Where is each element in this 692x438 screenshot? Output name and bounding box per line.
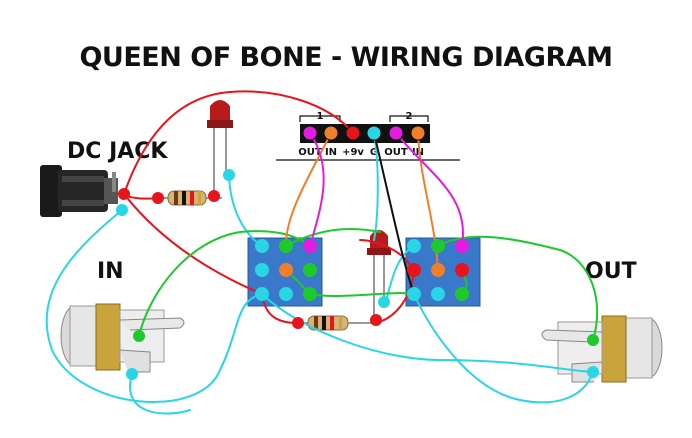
in-jack xyxy=(60,303,185,373)
pin-label-in-1: IN xyxy=(325,147,337,158)
pin-label-in-2: IN xyxy=(412,147,424,158)
pin-label-ground: G xyxy=(370,147,378,158)
group-1-label: 1 xyxy=(317,111,324,122)
pin-label-9v: +9v xyxy=(342,147,364,158)
board-pins xyxy=(302,125,426,141)
in-label: IN xyxy=(97,259,124,284)
wires xyxy=(45,90,599,415)
middle-resistor xyxy=(298,315,376,331)
solder-points xyxy=(116,169,599,380)
group-2-label: 2 xyxy=(406,111,413,122)
pin-label-out-2: OUT xyxy=(384,147,408,158)
footswitch-1-lugs xyxy=(255,239,317,301)
dc-jack xyxy=(40,165,118,217)
out-jack xyxy=(541,315,663,383)
diagram-title: QUEEN OF BONE - WIRING DIAGRAM xyxy=(79,42,612,73)
top-led xyxy=(207,100,233,190)
pin-label-out-1: OUT xyxy=(298,147,322,158)
out-label: OUT xyxy=(585,259,637,284)
dc-jack-label: DC JACK xyxy=(67,139,168,164)
footswitch-2-lugs xyxy=(407,239,469,301)
